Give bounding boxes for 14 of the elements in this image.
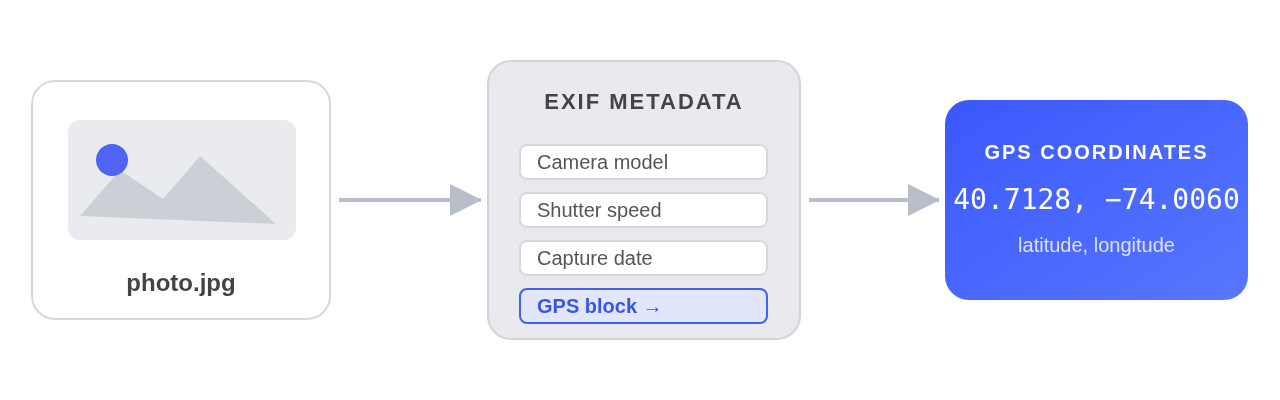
file-card	[31, 80, 331, 320]
file-name: photo.jpg	[125, 268, 237, 298]
metadata-row: Shutter speed	[519, 192, 768, 228]
coordinates-value: 40.7128, −74.0060	[952, 182, 1241, 218]
card-subtitle: latitude, longitude	[1017, 233, 1176, 258]
metadata-row: Capture date	[519, 240, 768, 276]
arrow	[809, 184, 940, 216]
highlighted-metadata-row: GPS block →	[519, 288, 768, 324]
metadata-panel	[487, 60, 801, 340]
metadata-row: Camera model	[519, 144, 768, 180]
panel-title: EXIF METADATA	[543, 88, 745, 116]
result-card	[945, 100, 1248, 300]
arrow	[339, 184, 482, 216]
card-title: GPS COORDINATES	[983, 140, 1210, 165]
